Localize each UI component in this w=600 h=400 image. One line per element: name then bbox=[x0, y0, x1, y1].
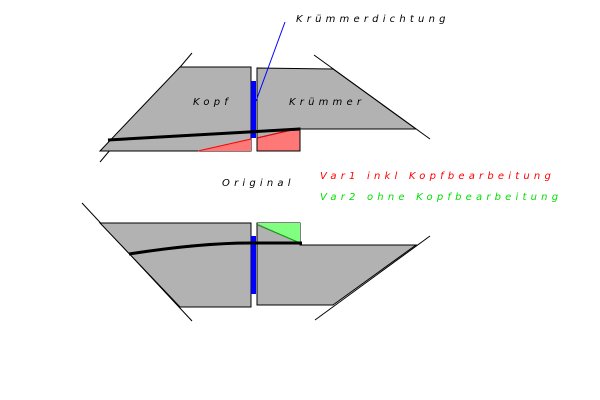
gasket-label: Krümmerdichtung bbox=[296, 14, 450, 25]
flange-axis-line bbox=[128, 241, 302, 256]
original-label: Original bbox=[222, 178, 295, 189]
var2-cut-line bbox=[257, 224, 301, 244]
gasket-pointer bbox=[255, 21, 286, 102]
var2-label: Var2 ohne Kopfbearbeitung bbox=[320, 192, 563, 203]
gasket bbox=[251, 236, 256, 294]
var1-cut-line bbox=[197, 138, 252, 152]
var1-label: Var1 inkl Kopfbearbeitung bbox=[320, 171, 555, 182]
head-part bbox=[98, 222, 252, 308]
manifold-guide-line bbox=[314, 235, 431, 321]
manifold-label: Krümmer bbox=[289, 97, 366, 108]
var2-assembly bbox=[81, 202, 431, 322]
head-label: Kopf bbox=[193, 97, 232, 108]
gasket bbox=[251, 81, 256, 138]
flange-axis-line bbox=[107, 127, 301, 142]
var1-assembly bbox=[98, 21, 431, 163]
